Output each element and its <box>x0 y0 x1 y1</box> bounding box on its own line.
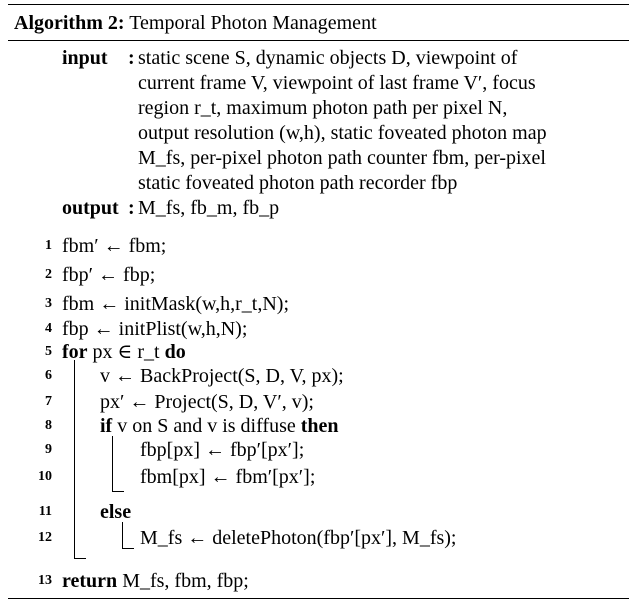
code-line: M_fs ← deletePhoton(fbp′[px′], M_fs); <box>140 527 457 549</box>
line-number: 11 <box>38 504 52 519</box>
line-number: 4 <box>45 321 52 336</box>
code-line: return M_fs, fbm, fbp; <box>62 570 249 592</box>
code-line: else <box>100 501 132 523</box>
line-number: 3 <box>45 296 52 311</box>
line-number: 2 <box>45 267 52 282</box>
line-number: 8 <box>45 418 52 433</box>
input-description: static scene S, dynamic objects D, viewp… <box>138 46 623 196</box>
code-line: fbm[px] ← fbm′[px′]; <box>140 466 316 488</box>
input-line: M_fs, per-pixel photon path counter fbm,… <box>138 147 546 169</box>
code-line: px′ ← Project(S, D, V′, v); <box>100 391 314 413</box>
line-number: 6 <box>45 368 52 383</box>
algorithm-caption: Algorithm 2: Temporal Photon Management <box>14 11 377 35</box>
input-line: static scene S, dynamic objects D, viewp… <box>138 47 518 69</box>
code-line: v ← BackProject(S, D, V, px); <box>100 365 344 387</box>
else-block-end <box>122 548 134 549</box>
output-colon: : <box>128 197 135 219</box>
code-line: fbm ← initMask(w,h,r_t,N); <box>62 293 290 315</box>
algorithm-box: Algorithm 2: Temporal Photon Management … <box>8 4 629 599</box>
line-number: 12 <box>38 530 52 545</box>
line-number: 10 <box>38 469 52 484</box>
output-label: output <box>62 197 119 219</box>
line-number: 5 <box>45 344 52 359</box>
input-line: output resolution (w,h), static foveated… <box>138 122 547 144</box>
for-block-end <box>74 558 86 559</box>
input-line: static foveated photon path recorder fbp <box>138 172 458 194</box>
bottom-rule <box>8 598 629 599</box>
top-rule <box>8 4 629 5</box>
caption-rule <box>8 40 629 41</box>
code-line: fbp[px] ← fbp′[px′]; <box>140 439 305 461</box>
else-block-bar <box>122 522 123 548</box>
output-description: M_fs, fb_m, fb_p <box>138 196 623 221</box>
code-line: fbp′ ← fbp; <box>62 264 156 286</box>
line-number: 9 <box>45 442 52 457</box>
code-line: if v on S and v is diffuse then <box>100 415 339 437</box>
if-block-end <box>112 491 124 492</box>
input-line: current frame V, viewpoint of last frame… <box>138 72 536 94</box>
line-number: 7 <box>45 394 52 409</box>
code-line: fbm′ ← fbm; <box>62 235 167 257</box>
line-number: 1 <box>45 238 52 253</box>
output-line: M_fs, fb_m, fb_p <box>138 197 280 219</box>
code-line: fbp ← initPlist(w,h,N); <box>62 318 248 340</box>
line-number: 13 <box>38 573 52 588</box>
algorithm-label: Algorithm 2: <box>14 12 125 34</box>
input-line: region r_t, maximum photon path per pixe… <box>138 97 508 119</box>
algorithm-title: Temporal Photon Management <box>129 12 377 34</box>
input-colon: : <box>128 47 135 69</box>
input-label: input <box>62 47 108 69</box>
code-line: for px ∈ r_t do <box>62 341 186 363</box>
if-block-bar <box>112 436 113 491</box>
for-block-bar <box>74 360 75 558</box>
